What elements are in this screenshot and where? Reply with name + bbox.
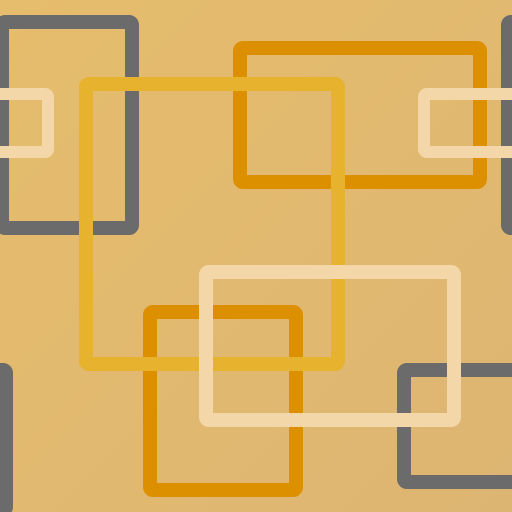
- gray-rect-bottom-left-edge: [0, 363, 13, 512]
- cream-rect-bottom-center: [199, 265, 461, 427]
- cream-rect-left: [0, 88, 54, 158]
- orange-rect-top-center: [233, 41, 487, 189]
- orange-rect-bottom-center: [143, 305, 303, 497]
- cream-rect-right: [418, 88, 512, 158]
- gray-rect-right-edge: [501, 15, 512, 235]
- gray-rect-top-left: [0, 15, 139, 235]
